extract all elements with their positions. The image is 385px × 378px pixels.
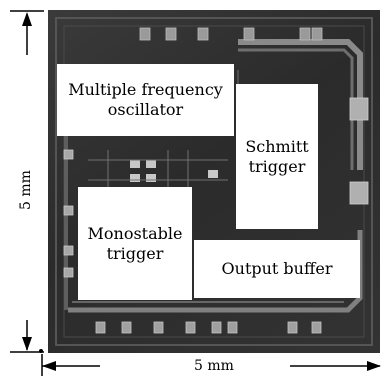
vertical-dimension-arrow xyxy=(10,10,44,353)
chip-layout-traces xyxy=(55,17,373,346)
block-label-oscillator: Multiple frequency oscillator xyxy=(57,64,234,136)
block-label-schmitt-trigger: Schmitt trigger xyxy=(236,84,318,229)
chip-die-photo xyxy=(48,10,380,353)
block-label-monostable-trigger: Monostable trigger xyxy=(78,187,192,300)
block-label-output-buffer: Output buffer xyxy=(194,240,360,298)
horizontal-dimension-label: 5 mm xyxy=(194,358,234,374)
horizontal-dimension-arrow xyxy=(41,354,381,376)
vertical-dimension-label: 5 mm xyxy=(18,170,34,210)
corner-dot xyxy=(39,349,43,353)
